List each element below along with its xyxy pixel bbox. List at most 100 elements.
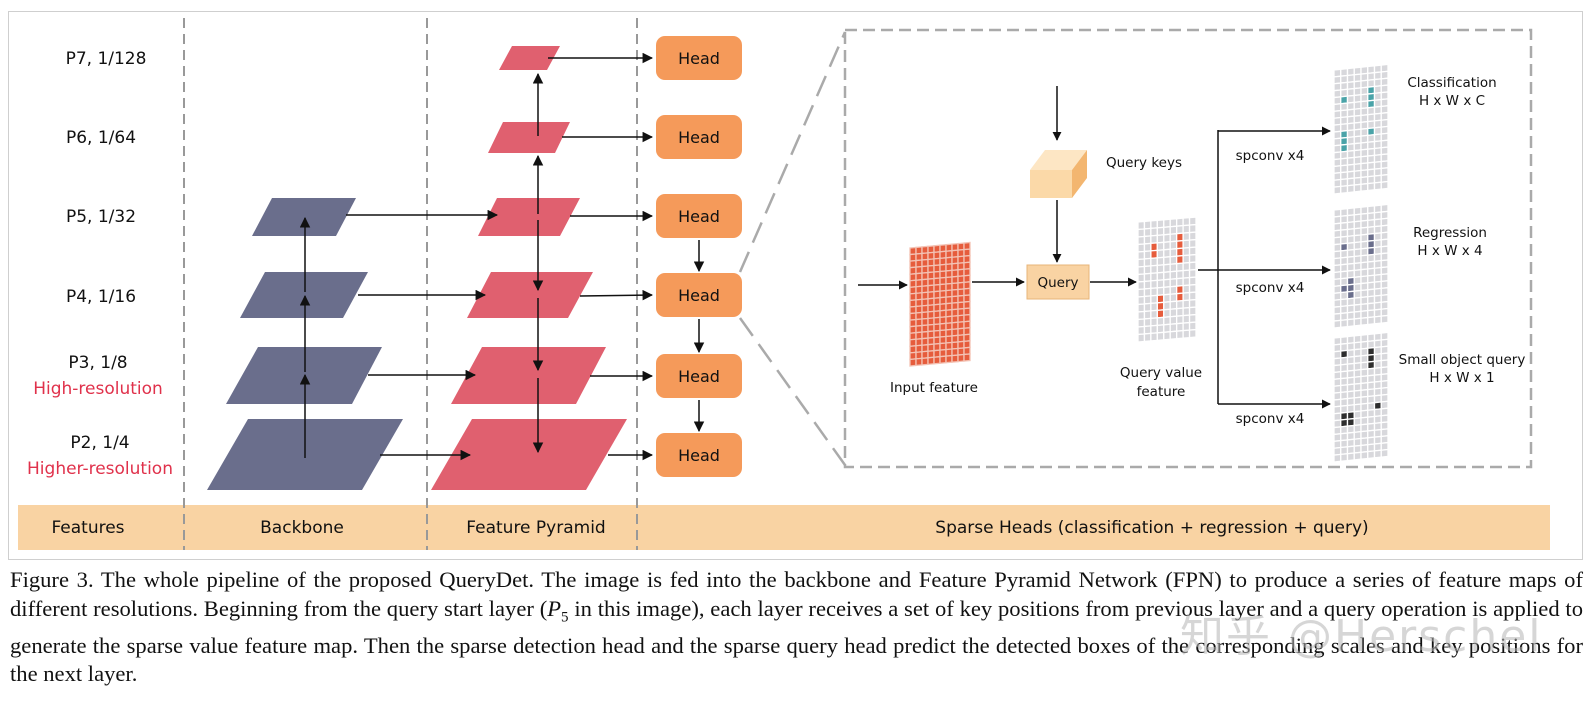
grid-cell <box>1143 287 1152 298</box>
grid-cell <box>1360 450 1369 460</box>
classification-output-map <box>1333 63 1389 195</box>
grid-cell <box>1182 276 1191 287</box>
grid-cell <box>1182 291 1191 302</box>
grid-cell <box>1137 273 1146 283</box>
grid-cell <box>1176 284 1184 295</box>
grid-cell <box>1169 255 1178 265</box>
grid-cell <box>963 353 971 362</box>
grid-cell <box>1176 262 1184 272</box>
caption-part2: in this image), each layer receives a se… <box>10 595 1583 687</box>
grid-cell <box>927 356 935 366</box>
caption-math-sub: 5 <box>561 609 569 626</box>
watermark: 知乎 @Herschel <box>1180 611 1543 662</box>
grid-cell <box>1176 239 1184 250</box>
spconv-label-small-object: spconv x4 <box>1236 411 1305 427</box>
backbone-layer-p5 <box>252 198 356 236</box>
band-label-backbone: Backbone <box>260 518 344 538</box>
grid-cell <box>1182 299 1191 309</box>
grid-cell <box>1188 246 1197 256</box>
grid-cell <box>1143 242 1152 253</box>
grid-cell <box>1169 277 1178 288</box>
grid-cell <box>1163 226 1171 236</box>
grid-cell <box>1156 234 1165 244</box>
grid-cell <box>1176 277 1184 287</box>
grid-cell <box>1156 316 1165 327</box>
feature-label-p6: P6, 1/64 <box>66 128 136 148</box>
backbone-layer-p3 <box>226 347 382 404</box>
grid-cell <box>1143 250 1152 260</box>
grid-cell <box>1156 294 1165 304</box>
grid-cell <box>1169 300 1178 310</box>
grid-cell <box>1137 258 1146 268</box>
grid-cell <box>1176 322 1184 332</box>
grid-cell <box>1333 453 1342 463</box>
grid-cell <box>1137 250 1146 261</box>
small-object-title: Small object query <box>1399 352 1526 368</box>
grid-cell <box>1150 317 1158 327</box>
grid-cell <box>1340 318 1349 329</box>
grid-cell <box>1182 284 1191 294</box>
band-label-features: Features <box>51 518 124 538</box>
classification-title: Classification <box>1407 75 1496 91</box>
zoom-line-bottom <box>738 317 847 466</box>
grid-cell <box>1163 286 1171 296</box>
grid-cell <box>1143 265 1152 275</box>
grid-cell <box>1188 321 1197 331</box>
grid-cell <box>1182 261 1191 272</box>
head-label: Head <box>678 207 720 226</box>
grid-cell <box>1137 333 1146 343</box>
grid-cell <box>1188 306 1197 316</box>
grid-cell <box>1150 249 1158 260</box>
grid-cell <box>1380 180 1389 190</box>
grid-cell <box>1137 243 1146 253</box>
grid-cell <box>939 355 947 364</box>
grid-cell <box>1176 217 1184 227</box>
grid-cell <box>1163 301 1171 311</box>
grid-cell <box>1176 254 1184 265</box>
grid-cell <box>951 354 959 363</box>
grid-cell <box>957 353 965 363</box>
grid-cell <box>1188 223 1197 234</box>
grid-cell <box>1169 217 1178 228</box>
grid-cell <box>1169 322 1178 333</box>
grid-cell <box>1150 302 1158 312</box>
grid-cell <box>1176 314 1184 325</box>
grid-cell <box>1373 315 1382 325</box>
grid-cell <box>1143 272 1152 283</box>
grid-cell <box>1188 291 1197 301</box>
grid-cell <box>1182 329 1191 339</box>
grid-cell <box>1188 276 1197 286</box>
grid-cell <box>1143 235 1152 245</box>
small-object-query-map <box>1333 331 1389 463</box>
band-background <box>18 505 1550 550</box>
grid-cell <box>1360 316 1369 326</box>
grid-cell <box>1137 303 1146 313</box>
grid-cell <box>1176 292 1184 302</box>
grid-cell <box>1156 226 1165 237</box>
query-label: Query <box>1037 275 1078 291</box>
grid-cell <box>1143 280 1152 290</box>
grid-cell <box>1176 329 1184 340</box>
grid-cell <box>1176 247 1184 257</box>
grid-cell <box>1163 293 1171 304</box>
grid-cell <box>1156 331 1165 342</box>
grid-cell <box>1169 240 1178 250</box>
grid-cell <box>1150 287 1158 297</box>
grid-cell <box>1333 319 1342 329</box>
grid-cell <box>1169 232 1178 243</box>
grid-cell <box>1137 325 1146 336</box>
regression-title: Regression <box>1413 225 1487 241</box>
grid-cell <box>1176 299 1184 310</box>
grid-cell <box>1346 318 1355 328</box>
head-label: Head <box>678 128 720 147</box>
grid-cell <box>1143 317 1152 328</box>
grid-cell <box>1367 316 1376 326</box>
grid-cell <box>1169 262 1178 273</box>
pyramid-layer-p2 <box>431 419 627 490</box>
grid-cell <box>1188 298 1197 309</box>
grid-cell <box>1156 324 1165 334</box>
regression-output-map <box>1333 203 1389 329</box>
grid-cell <box>1380 314 1389 324</box>
grid-cell <box>1188 328 1197 339</box>
head-p4: Head <box>656 273 742 317</box>
